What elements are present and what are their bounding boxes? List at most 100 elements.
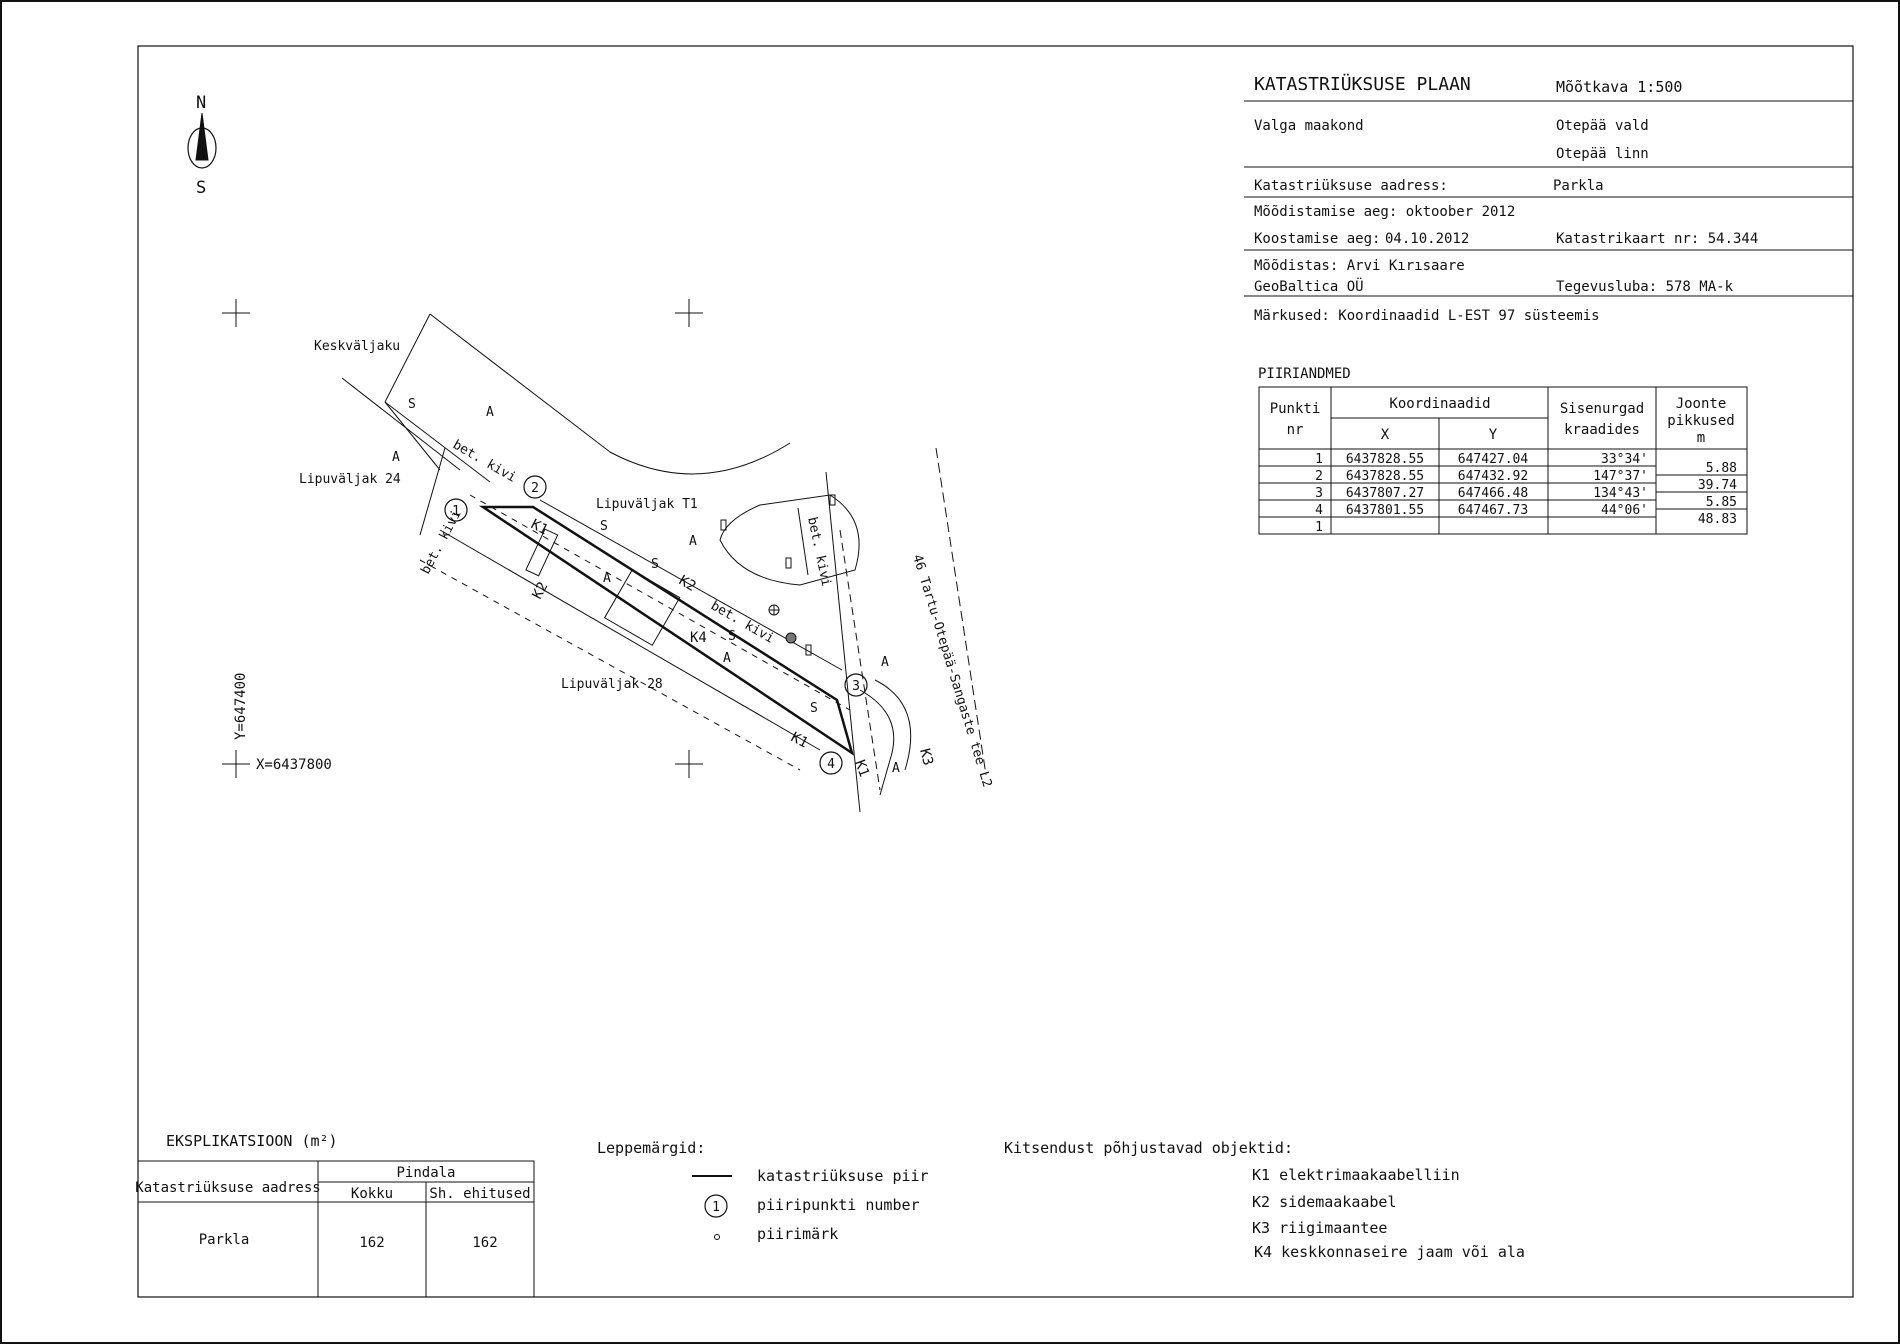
length-value: 5.88 xyxy=(1706,461,1737,476)
svg-text:3: 3 xyxy=(852,679,860,694)
header-lengths-unit: m xyxy=(1697,430,1705,446)
label-a: A xyxy=(392,450,400,465)
svg-text:647432.92: 647432.92 xyxy=(1458,469,1528,484)
company-text: GeoBaltica OÜ xyxy=(1254,277,1364,295)
boundary-point: 4 xyxy=(819,751,843,775)
explication-row-total: 162 xyxy=(359,1235,384,1251)
address-value: Parkla xyxy=(1553,178,1604,194)
table-row: 4 6437801.55 647467.73 44°06' xyxy=(1315,503,1648,518)
svg-text:N: N xyxy=(196,93,206,113)
length-value: 39.74 xyxy=(1698,478,1737,493)
svg-text:6437828.55: 6437828.55 xyxy=(1346,469,1424,484)
svg-text:4: 4 xyxy=(1315,503,1323,518)
header-angle: Sisenurgad xyxy=(1560,401,1644,417)
encumbrance-k1: K1 elektrimaakaabelliin xyxy=(1252,1166,1460,1184)
header-y: Y xyxy=(1489,427,1498,443)
header-point: Punkti xyxy=(1270,401,1321,417)
grid-cross-icon xyxy=(222,299,703,778)
label-keskvaljaku: Keskväljaku xyxy=(314,339,400,354)
label-lipuvaljak-t1: Lipuväljak T1 xyxy=(596,497,698,512)
drawing-frame xyxy=(137,45,1854,1298)
surveyor-text: Mõõdistas: Arvi Kırısaare xyxy=(1254,258,1465,274)
explication-row-address: Parkla xyxy=(199,1232,250,1248)
label-k1: K1 xyxy=(788,729,810,751)
svg-text:S: S xyxy=(196,178,206,198)
table-row: 2 6437828.55 647432.92 147°37' xyxy=(1315,469,1648,484)
label-s: S xyxy=(600,519,608,534)
scale-text: Mõõtkava 1:500 xyxy=(1556,78,1682,96)
label-lipuvaljak-24: Lipuväljak 24 xyxy=(299,472,401,487)
legend-title: Leppemärgid: xyxy=(597,1139,705,1157)
legend-boundary-text: katastriüksuse piir xyxy=(757,1167,929,1185)
label-s: S xyxy=(651,557,659,572)
label-a: A xyxy=(892,761,900,776)
legend: Leppemärgid: katastriüksuse piir 1 piiri… xyxy=(597,1139,929,1243)
explication-col-total: Kokku xyxy=(351,1186,393,1202)
header-lengths: Joonte xyxy=(1676,396,1727,412)
compile-value: 04.10.2012 xyxy=(1385,231,1469,247)
north-arrow-icon: N S xyxy=(187,93,217,198)
x-coordinate-label: X=6437800 xyxy=(256,757,332,773)
label-a: A xyxy=(689,534,697,549)
address-label: Katastriüksuse aadress: xyxy=(1254,178,1448,194)
y-coordinate-label: Y=647400 xyxy=(233,673,249,740)
svg-text:33°34': 33°34' xyxy=(1601,452,1648,467)
legend-point-symbol-number: 1 xyxy=(712,1200,720,1215)
legend-marker-text: piirimärk xyxy=(757,1225,838,1243)
header-x: X xyxy=(1381,427,1390,443)
survey-time-text: Mõõdistamise aeg: oktoober 2012 xyxy=(1254,204,1515,220)
explication-row-built: 162 xyxy=(472,1235,497,1251)
table-row: 1 xyxy=(1315,520,1323,535)
svg-text:147°37': 147°37' xyxy=(1593,469,1648,484)
map-number-text: Katastrikaart nr: 54.344 xyxy=(1556,231,1758,247)
svg-text:3: 3 xyxy=(1315,486,1323,501)
town-text: Otepää linn xyxy=(1556,146,1649,162)
svg-text:4: 4 xyxy=(827,757,835,772)
explication-title: EKSPLIKATSIOON (m²) xyxy=(166,1132,338,1150)
header-coordinates: Koordinaadid xyxy=(1389,396,1490,412)
legend-marker-icon xyxy=(714,1234,720,1240)
license-text: Tegevusluba: 578 MA-k xyxy=(1556,279,1734,295)
boundary-table-title: PIIRIANDMED xyxy=(1258,366,1351,382)
boundary-point: 3 xyxy=(844,673,868,697)
encumbrance-k3: K3 riigimaantee xyxy=(1252,1219,1387,1237)
svg-text:1: 1 xyxy=(1315,520,1323,535)
notes-text: Märkused: Koordinaadid L-EST 97 süsteemi… xyxy=(1254,308,1600,324)
label-bet-kivi: bet. kivi xyxy=(804,516,833,588)
svg-text:1: 1 xyxy=(452,504,460,519)
svg-text:6437801.55: 6437801.55 xyxy=(1346,503,1424,518)
label-a: A xyxy=(603,571,611,586)
svg-text:1: 1 xyxy=(1315,452,1323,467)
svg-text:44°06': 44°06' xyxy=(1601,503,1648,518)
svg-text:134°43': 134°43' xyxy=(1593,486,1648,501)
header-angle-sub: kraadides xyxy=(1564,422,1640,438)
svg-text:2: 2 xyxy=(1315,469,1323,484)
label-k4: K4 xyxy=(690,630,707,646)
explication-table: EKSPLIKATSIOON (m²) Katastriüksuse aadre… xyxy=(135,1132,535,1298)
boundary-point: 1 xyxy=(444,498,468,522)
svg-text:647466.48: 647466.48 xyxy=(1458,486,1528,501)
table-row: 1 6437828.55 647427.04 33°34' xyxy=(1315,452,1648,467)
label-lipuvaljak-28: Lipuväljak 28 xyxy=(561,677,663,692)
label-s: S xyxy=(408,397,416,412)
svg-text:6437828.55: 6437828.55 xyxy=(1346,452,1424,467)
legend-point-symbol xyxy=(704,1194,728,1218)
label-k1: K1 xyxy=(851,758,872,779)
label-a: A xyxy=(723,651,731,666)
label-a: A xyxy=(486,405,494,420)
label-k3: K3 xyxy=(916,747,936,767)
legend-point-text: piiripunkti number xyxy=(757,1196,920,1214)
compile-label: Koostamise aeg: xyxy=(1254,231,1380,247)
county-text: Valga maakond xyxy=(1254,118,1364,134)
boundary-point: 2 xyxy=(523,475,547,499)
header-lengths-sub: pikkused xyxy=(1667,413,1734,429)
label-s: S xyxy=(728,629,736,644)
label-bet-kivi: bet. kivi xyxy=(450,437,519,485)
cadastral-boundary xyxy=(478,505,855,756)
svg-text:647467.73: 647467.73 xyxy=(1458,503,1528,518)
boundary-table: PIIRIANDMED Punkti nr Koordinaadid X Y S… xyxy=(1258,366,1748,535)
explication-col-area: Pindala xyxy=(396,1165,455,1181)
municipality-text: Otepää vald xyxy=(1556,118,1649,134)
label-k2: K2 xyxy=(676,573,699,595)
